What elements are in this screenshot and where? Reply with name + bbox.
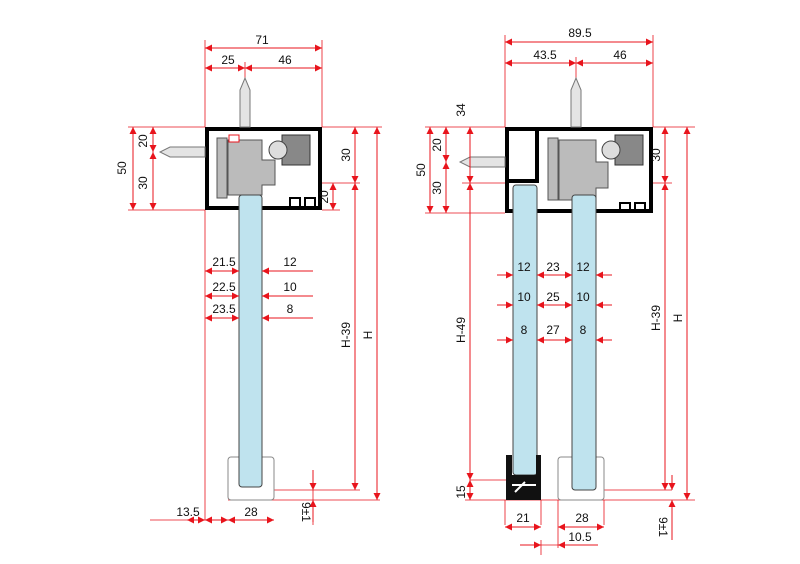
dim-right-top: 30 [339,148,353,162]
roller-carriage [227,139,276,196]
dim-height-top: 20 [430,138,444,152]
dim-height-bottom: 30 [430,181,444,195]
dim-width-total: 71 [255,33,269,47]
dim-anchor-offset: 43.5 [533,48,557,62]
dim-h: H [361,331,375,340]
dim-glass-gap: 27 [546,323,560,337]
dim-width-total: 89.5 [568,26,592,40]
dim-gap-offset: 23.5 [212,302,236,316]
glass-panel [238,194,263,488]
sliding-glass-panel [571,194,597,491]
dim-h-minus-fixed: H-49 [454,317,468,343]
dim-guide-width: 28 [244,505,258,519]
dim-height-top: 20 [136,134,150,148]
dim-gap-offset: 22.5 [212,280,236,294]
ceiling-anchor-icon [570,76,582,128]
right-view: 89.5 43.5 46 34 50 20 30 H-49 15 30 H-39… [414,26,695,555]
dim-glass-thickness: 12 [517,260,531,274]
dim-glass-thickness: 12 [576,260,590,274]
dim-glass-thickness: 10 [576,290,590,304]
dim-right-top: 30 [649,148,663,162]
dim-guide-offset: 10.5 [568,530,592,544]
dim-height-total: 50 [414,163,428,177]
ceiling-anchor-icon [239,76,251,128]
dim-glass-gap: 23 [546,260,560,274]
dim-glass-thickness: 12 [283,255,297,269]
roller-carriage [558,139,609,201]
dim-height-bottom: 30 [136,176,150,190]
dim-bottom-offset: 13.5 [176,505,200,519]
dim-bottom-profile-height: 15 [454,485,468,499]
dim-height-total: 50 [115,161,129,175]
dim-h-minus: H-39 [649,305,663,331]
roller-plate [547,137,559,201]
dim-gap-offset: 21.5 [212,255,236,269]
dim-glass-thickness: 8 [287,302,294,316]
bottom-profile [506,455,541,500]
wall-anchor-icon [158,146,206,158]
left-view: 71 25 46 50 20 30 30 20 H-39 H 21.5 12 2… [115,33,382,525]
wall-anchor-icon [458,156,506,168]
dim-h-minus: H-39 [339,322,353,348]
dim-glass-thickness: 8 [580,323,587,337]
dim-glass-thickness: 8 [521,323,528,337]
dim-right-offset: 46 [613,48,627,62]
dim-glass-thickness: 10 [517,290,531,304]
dim-bottom-profile-width: 21 [516,511,530,525]
dim-floor-gap: 9±1 [299,502,313,522]
dim-anchor-offset: 25 [221,53,235,67]
dim-floor-gap: 9±1 [656,517,670,537]
dim-glass-gap: 25 [546,290,560,304]
roller-plate [216,137,228,199]
dim-fixed-offset: 34 [454,103,468,117]
dim-guide-width: 28 [575,511,589,525]
dim-right-offset: 46 [278,53,292,67]
dim-right-bottom: 20 [317,190,331,204]
dim-glass-thickness: 10 [283,280,297,294]
dim-h: H [671,314,685,323]
